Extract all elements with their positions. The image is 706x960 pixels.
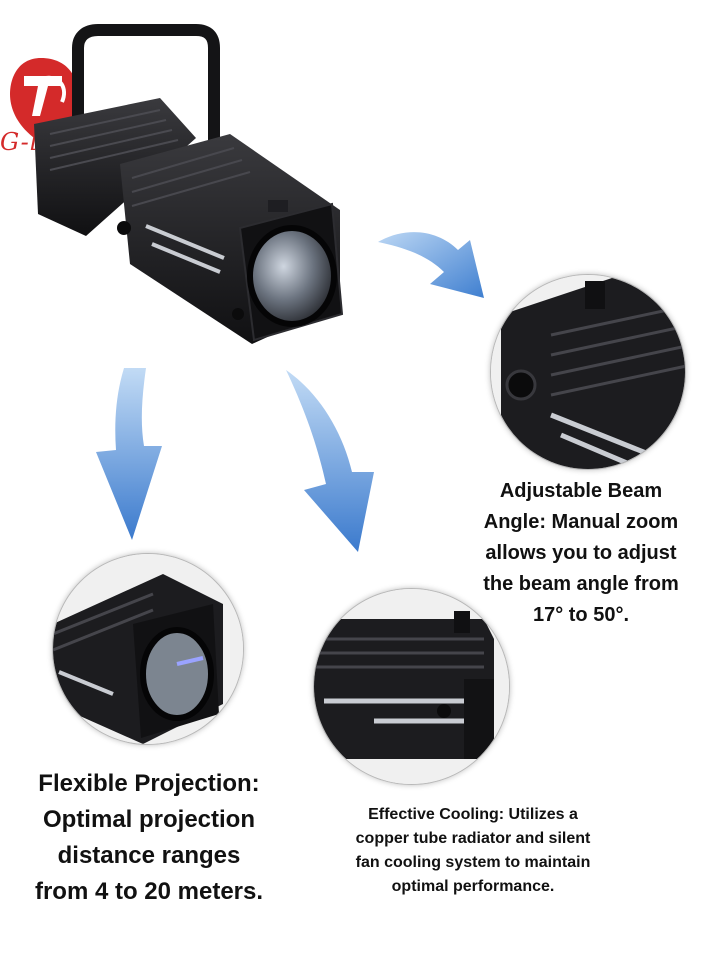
cooling-detail-image <box>313 588 510 785</box>
arrow-right-icon <box>378 232 484 298</box>
cooling-caption: Effective Cooling: Utilizes a copper tub… <box>355 806 591 895</box>
arrow-down-icon <box>96 368 162 540</box>
projection-caption: Flexible Projection: Optimal projection … <box>34 770 264 905</box>
arrow-down-icon <box>286 370 374 552</box>
profile-spotlight-image <box>34 24 344 344</box>
projection-detail-image <box>52 553 244 745</box>
beam-angle-detail-image <box>490 274 686 470</box>
beam-angle-caption: Adjustable Beam Angle: Manual zoom allow… <box>483 480 679 626</box>
